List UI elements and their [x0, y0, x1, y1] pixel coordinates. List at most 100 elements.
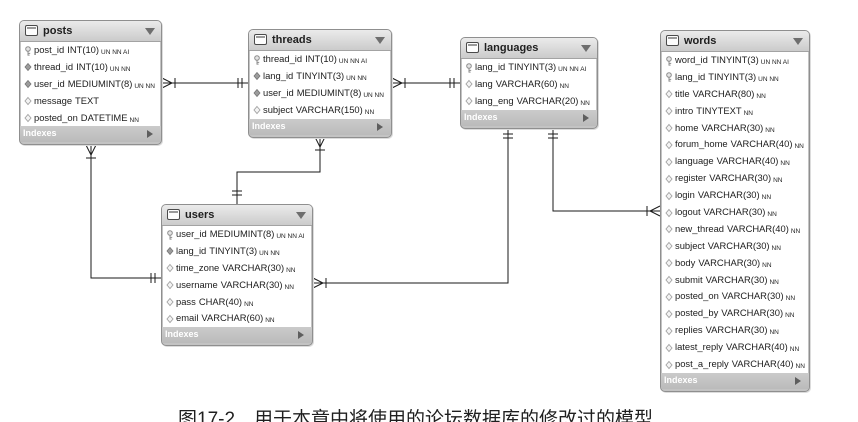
column-flags: NN — [756, 92, 766, 100]
table-header[interactable]: posts — [20, 21, 161, 42]
column-type: VARCHAR(40) — [730, 138, 793, 150]
expand-arrow-icon[interactable] — [147, 130, 153, 139]
relationship-posts-users[interactable] — [85, 144, 161, 283]
column-name: lang_id — [176, 244, 207, 256]
column-icon — [465, 79, 473, 89]
collapse-arrow-icon[interactable] — [145, 28, 155, 35]
expand-arrow-icon[interactable] — [298, 331, 304, 340]
expand-arrow-icon[interactable] — [377, 122, 383, 131]
column-name: subject — [675, 239, 705, 251]
table-header[interactable]: languages — [461, 38, 597, 59]
column-name: post_id — [34, 44, 65, 55]
relationship-posts-threads[interactable] — [161, 77, 248, 89]
indexes-label: Indexes — [23, 128, 57, 139]
collapse-arrow-icon[interactable] — [581, 45, 591, 52]
relationship-languages-words[interactable] — [548, 128, 661, 217]
indexes-label: Indexes — [664, 374, 698, 385]
column-name: posted_on — [675, 290, 719, 302]
column-type: TINYINT(3) — [708, 70, 757, 82]
indexes-section[interactable]: Indexes — [162, 327, 312, 344]
column-type: TEXT — [75, 94, 100, 106]
table-header[interactable]: threads — [249, 30, 391, 51]
relationship-threads-users[interactable] — [232, 136, 326, 204]
table-header[interactable]: words — [661, 31, 809, 52]
column-icon — [665, 343, 673, 353]
column-type: TINYINT(3) — [508, 61, 557, 72]
table-header[interactable]: users — [162, 205, 312, 226]
connector-line — [90, 145, 161, 279]
collapse-arrow-icon[interactable] — [296, 212, 306, 219]
connector-line — [236, 137, 321, 204]
column-flags: NN — [284, 283, 294, 291]
collapse-arrow-icon[interactable] — [375, 37, 385, 44]
expand-arrow-icon[interactable] — [583, 113, 589, 122]
column-type: VARCHAR(30) — [709, 172, 772, 184]
table-title: users — [185, 209, 215, 221]
indexes-section[interactable]: Indexes — [20, 126, 161, 143]
column-icon — [253, 105, 261, 115]
relationship-languages-users[interactable] — [312, 128, 513, 289]
column-type: VARCHAR(30) — [707, 239, 770, 251]
key-icon — [24, 45, 32, 56]
collapse-arrow-icon[interactable] — [793, 38, 803, 45]
relationship-threads-languages[interactable] — [391, 77, 460, 89]
column-name: lang_id — [263, 69, 294, 81]
expand-arrow-icon[interactable] — [795, 376, 801, 385]
figure-caption: 图17-2 用于本章中将使用的论坛数据库的修改过的模型 — [178, 409, 654, 422]
column-name: logout — [675, 206, 701, 218]
column-type: DATETIME — [80, 111, 128, 123]
column-name: lang_eng — [475, 94, 514, 106]
column-icon — [166, 314, 174, 324]
indexes-section[interactable]: Indexes — [661, 372, 809, 389]
table-icon — [167, 209, 180, 220]
indexes-section[interactable]: Indexes — [461, 109, 597, 126]
column-flags: NN — [761, 194, 772, 202]
indexes-label: Indexes — [252, 120, 286, 131]
indexes-section[interactable]: Indexes — [249, 118, 391, 135]
column-type: VARCHAR(30) — [703, 206, 766, 218]
one-mandatory-marker — [232, 190, 242, 196]
